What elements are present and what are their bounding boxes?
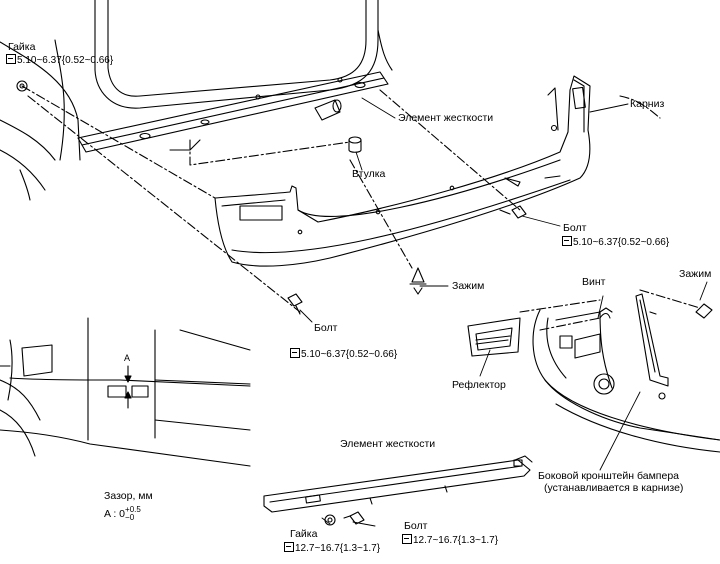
spec-bolt-right: 5.10~6.37{0.52~0.66} — [562, 236, 669, 249]
reinforcement-beam-bottom — [263, 455, 533, 526]
label-nut-top: Гайка — [8, 41, 36, 53]
torque-wrench-icon — [402, 534, 412, 544]
label-bolt-bottom: Болт — [404, 520, 428, 532]
label-reinforcement-top: Элемент жесткости — [398, 112, 494, 124]
spec-nut-top: 5.10~6.37{0.52~0.66} — [6, 54, 113, 67]
torque-wrench-icon — [562, 236, 572, 246]
gap-value: A : 0+0.5−0 — [104, 505, 141, 522]
nut-top-part — [16, 80, 28, 92]
gap-detail-inset — [0, 317, 251, 467]
assembly-lines — [21, 85, 701, 331]
label-bolt-left: Болт — [314, 322, 338, 334]
gap-title: Зазор, мм — [104, 490, 153, 502]
reinforcement-beam-top — [77, 71, 389, 153]
label-side-bracket-2: (устанавливается в карнизе) — [544, 482, 684, 494]
label-screw: Винт — [582, 276, 606, 288]
tow-hook — [314, 99, 342, 121]
torque-wrench-icon — [284, 542, 294, 552]
bumper-cover — [214, 75, 591, 267]
spec-bolt-bottom: 12.7~16.7{1.3~1.7} — [402, 534, 498, 547]
vehicle-rear-body — [0, 0, 393, 201]
sleeve-part — [348, 136, 362, 153]
label-cornice: Карниз — [630, 98, 665, 110]
spec-bolt-left: 5.10~6.37{0.52~0.66} — [290, 348, 397, 361]
label-clip-center: Зажим — [452, 280, 485, 292]
label-clip-right: Зажим — [679, 268, 712, 280]
side-bracket-region — [532, 293, 720, 453]
reflector-part — [467, 317, 521, 357]
label-side-bracket-1: Боковой кронштейн бампера — [538, 470, 680, 482]
torque-wrench-icon — [6, 54, 16, 64]
spec-nut-bottom: 12.7~16.7{1.3~1.7} — [284, 542, 380, 555]
label-bolt-right: Болт — [563, 222, 587, 234]
label-reflector: Рефлектор — [452, 379, 506, 391]
torque-wrench-icon — [290, 348, 300, 358]
clip-center-part — [409, 267, 427, 295]
label-sleeve: Втулка — [352, 168, 386, 180]
label-reinforcement-bottom: Элемент жесткости — [340, 438, 436, 450]
label-nut-bottom: Гайка — [290, 528, 318, 540]
bolt-right-part — [499, 205, 527, 219]
leader-lines — [299, 97, 708, 527]
marker-a: A — [124, 353, 131, 363]
